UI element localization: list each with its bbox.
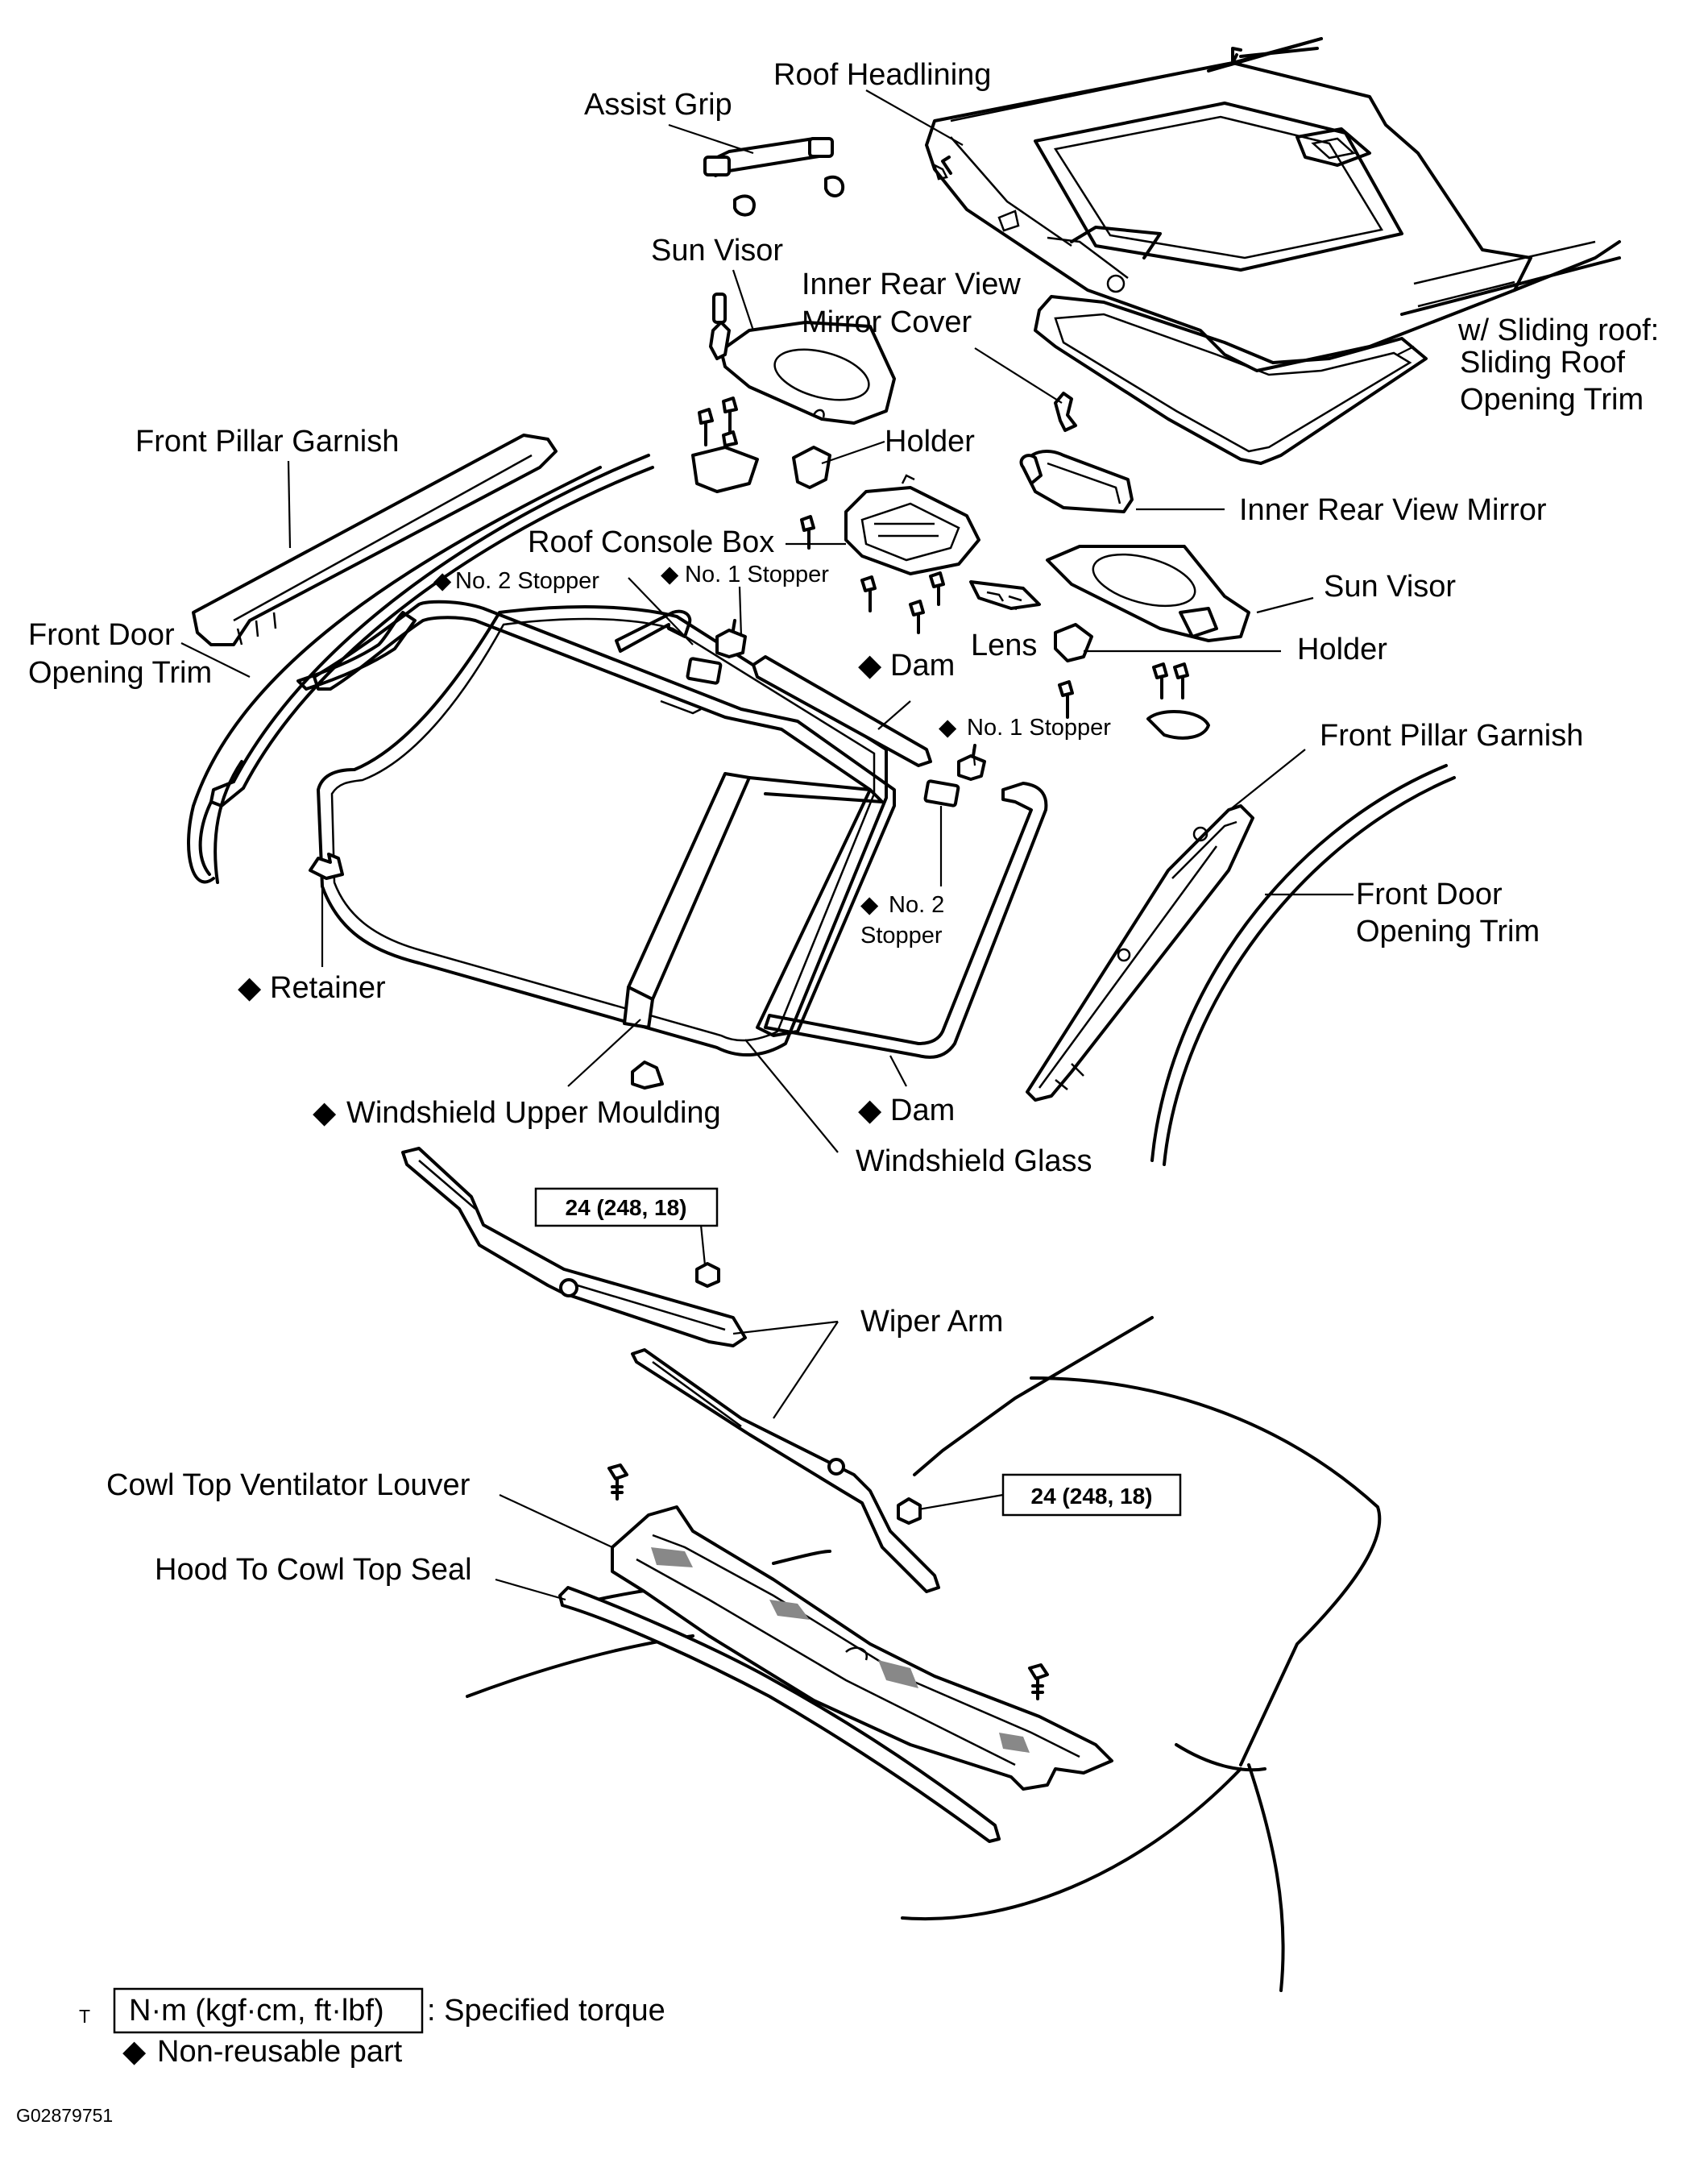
marker-retainer: ◆ (238, 971, 262, 1005)
sliding-roof-opening-trim-part (1034, 295, 1428, 465)
label-no2-stopper-top: No. 2 Stopper (455, 568, 599, 594)
assist-grip-part (703, 137, 845, 217)
glass-clip-part (631, 1061, 664, 1090)
no1-stopper-right-part (957, 744, 986, 781)
label-windshield-glass: Windshield Glass (856, 1144, 1092, 1178)
front-door-opening-trim-right-part (1150, 764, 1456, 1166)
marker-no2-stopper-top: ◆ (433, 568, 452, 594)
inner-rear-view-mirror-cover-part (1054, 392, 1077, 432)
label-assist-grip: Assist Grip (584, 88, 732, 122)
label-roof-console-box: Roof Console Box (528, 525, 774, 559)
marker-dam-top: ◆ (858, 649, 882, 683)
lens-part (969, 580, 1041, 610)
label-holder-lower: Holder (1297, 633, 1387, 666)
cowl-top-ventilator-louver-part (611, 1505, 1113, 1791)
no1-stopper-top-part (715, 619, 747, 658)
label-front-door-trim-right-1: Front Door (1356, 878, 1503, 911)
legend-torque-prefix: T (79, 2006, 90, 2027)
label-front-door-trim-left-2: Opening Trim (28, 656, 212, 690)
label-mirror-cover-2: Mirror Cover (802, 305, 972, 339)
windshield-glass-part (317, 605, 888, 1057)
cowl-clips (607, 1463, 1049, 1700)
label-dam-bottom: Dam (890, 1094, 955, 1127)
dam-bottom-part (764, 782, 1048, 1059)
sun-visor-upper-part (709, 293, 896, 425)
legend-marker: ◆ (122, 2035, 147, 2069)
sun-visor-lower-part (1046, 545, 1250, 642)
label-no1-stopper-top: No. 1 Stopper (685, 562, 829, 587)
screws-console (800, 515, 945, 634)
label-sliding-roof-1: w/ Sliding roof: (1457, 313, 1659, 347)
retainer-part (309, 853, 344, 880)
label-inner-rear-view-mirror: Inner Rear View Mirror (1239, 493, 1547, 527)
marker-no1-stopper-right: ◆ (939, 715, 957, 741)
windshield-upper-moulding-part (296, 611, 417, 691)
label-windshield-upper-moulding: Windshield Upper Moulding (346, 1096, 721, 1130)
hood-body-lines (466, 1316, 1382, 1992)
label-front-pillar-garnish-left: Front Pillar Garnish (135, 425, 399, 459)
front-pillar-garnish-right-part (1026, 804, 1254, 1102)
label-roof-headlining: Roof Headlining (773, 58, 991, 92)
torque-box-upper: 24 (248, 18) (534, 1187, 719, 1227)
label-sliding-roof-2: Sliding Roof (1460, 346, 1625, 380)
label-no1-stopper-right: No. 1 Stopper (967, 715, 1111, 741)
legend: T N·m (kgf·cm, ft·lbf) : Specified torqu… (16, 1987, 665, 2126)
label-holder-upper: Holder (885, 425, 975, 459)
inner-rear-view-mirror-part (1019, 450, 1134, 513)
label-front-door-trim-left-1: Front Door (28, 618, 175, 652)
marker-windshield-upper-moulding: ◆ (313, 1096, 337, 1130)
screws-right (1058, 662, 1210, 740)
hood-to-cowl-top-seal-part (558, 1586, 1001, 1843)
legend-torque-text: : Specified torque (427, 1994, 665, 2028)
body-edge-left (187, 466, 602, 884)
torque-box-lower: 24 (248, 18) (1001, 1473, 1182, 1517)
torque-upper-text: 24 (248, 18) (566, 1195, 687, 1220)
front-pillar-garnish-left-part (192, 434, 558, 646)
no2-stopper-right-part (923, 779, 960, 807)
label-wiper-arm: Wiper Arm (860, 1305, 1003, 1339)
dam-top-part (752, 655, 932, 767)
wiper-arm-lower-part (631, 1348, 940, 1593)
label-no2-stopper-right-1: No. 2 (889, 892, 944, 918)
no2-stopper-top-part (615, 609, 723, 685)
marker-no1-stopper-top: ◆ (661, 562, 679, 587)
wiper-arm-upper-part (401, 1147, 747, 1347)
upper-moulding-strip (623, 772, 884, 1029)
dam-large-part (313, 600, 896, 1037)
label-retainer: Retainer (270, 971, 386, 1005)
torque-lower-text: 24 (248, 18) (1031, 1484, 1153, 1509)
holder-lower-part (1054, 623, 1093, 662)
labels: Roof Headlining Assist Grip Sun Visor In… (28, 58, 1659, 1587)
label-cowl-top-ventilator-louver: Cowl Top Ventilator Louver (106, 1468, 471, 1502)
body-edge-left-2 (214, 760, 243, 884)
roof-edge-line (1207, 37, 1323, 73)
label-front-pillar-garnish-right: Front Pillar Garnish (1320, 719, 1583, 753)
roof-side-line (1400, 256, 1621, 316)
roof-console-box-part (844, 474, 980, 575)
screws-upper (698, 396, 738, 447)
label-no2-stopper-right-2: Stopper (860, 923, 943, 949)
holders-upper-part (691, 446, 831, 493)
label-sun-visor-upper: Sun Visor (651, 234, 783, 268)
marker-no2-stopper-right: ◆ (860, 892, 879, 918)
label-sun-visor-lower: Sun Visor (1324, 570, 1456, 604)
leader-lines (180, 89, 1415, 1601)
legend-non-reusable: Non-reusable part (157, 2035, 403, 2069)
front-door-opening-trim-left-part (198, 454, 654, 876)
label-mirror-cover-1: Inner Rear View (802, 268, 1021, 301)
label-lens: Lens (971, 629, 1037, 662)
label-sliding-roof-3: Opening Trim (1460, 383, 1644, 417)
legend-torque-unit: N·m (kgf·cm, ft·lbf) (129, 1994, 384, 2028)
label-front-door-trim-right-2: Opening Trim (1356, 915, 1540, 949)
roof-headlining-part (925, 37, 1621, 372)
figure-code: G02879751 (16, 2105, 113, 2126)
marker-dam-bottom: ◆ (858, 1094, 882, 1127)
label-hood-to-cowl-top-seal: Hood To Cowl Top Seal (155, 1553, 472, 1587)
label-dam-top: Dam (890, 649, 955, 683)
